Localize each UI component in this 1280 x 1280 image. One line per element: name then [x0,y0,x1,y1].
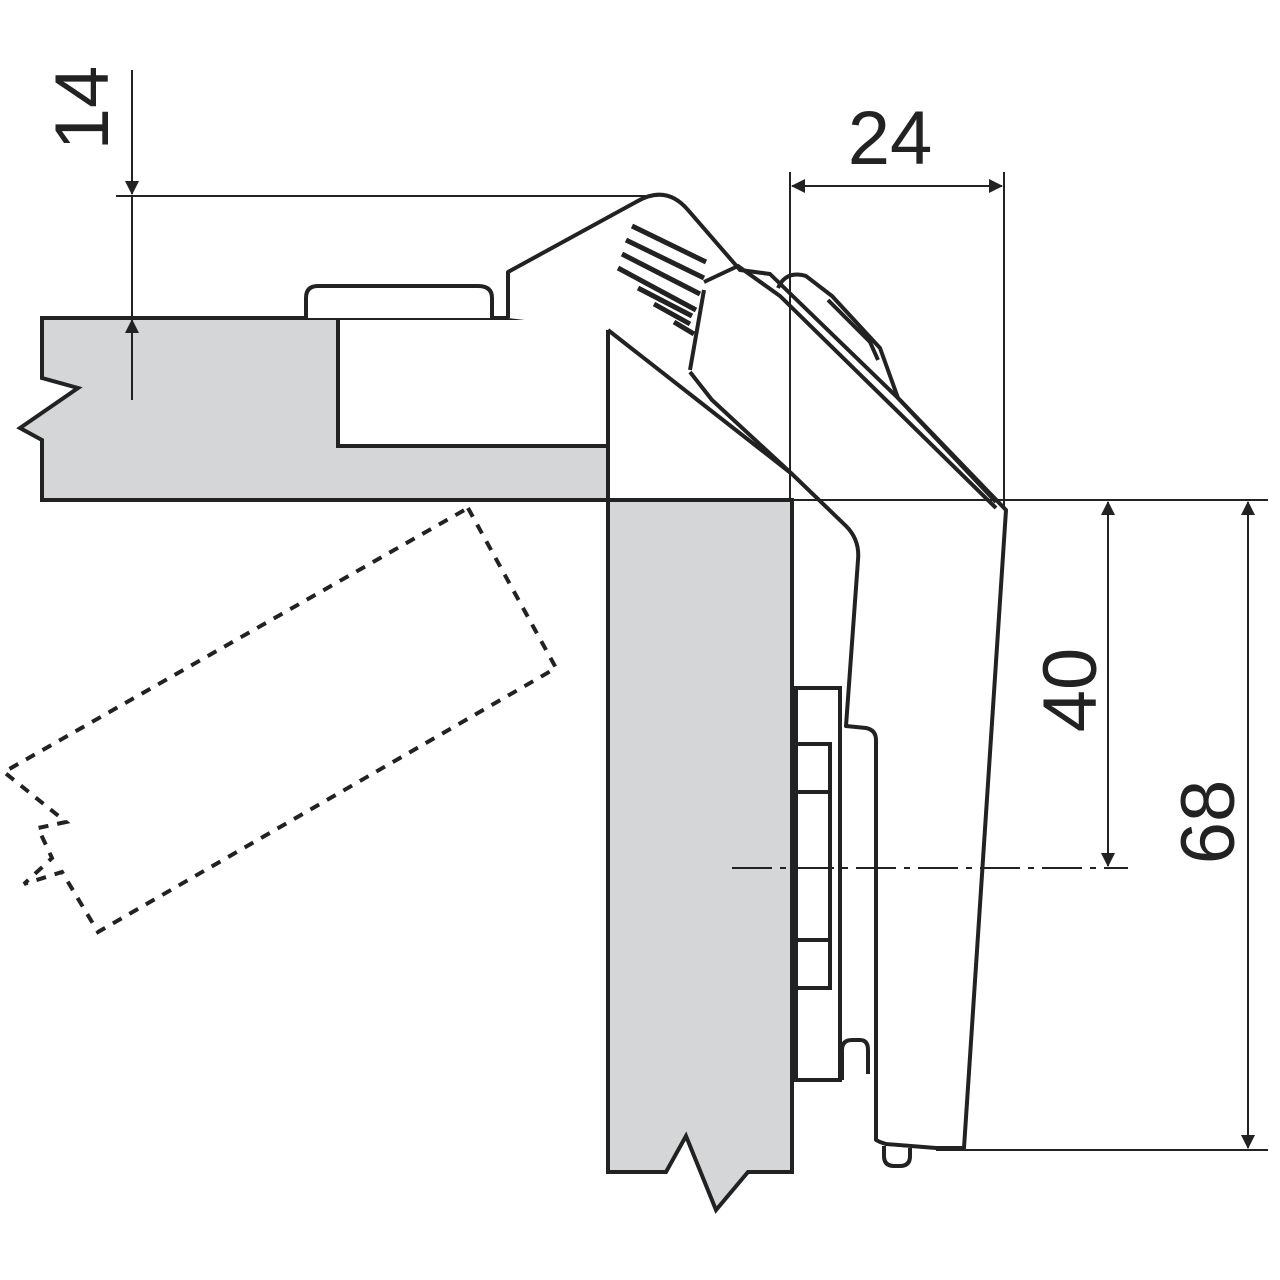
cover-clip [826,298,880,361]
hinge-cup-recess [336,316,610,448]
extension-lines [116,172,1268,1151]
grip-ribs [616,223,708,337]
door-mounting-plate [794,686,912,1168]
hinge-arm [506,192,1008,1150]
open-door-outline [0,505,559,935]
dimension-label-40: 40 [1028,648,1113,733]
mounting-plate [304,284,494,318]
dimension-label-14: 14 [40,66,125,151]
cover-plate [776,272,998,504]
dimension-label-68: 68 [1166,780,1251,865]
hinge-arm-inner [688,263,998,510]
dimension-label-24: 24 [848,96,933,181]
door-panel [606,498,794,1214]
